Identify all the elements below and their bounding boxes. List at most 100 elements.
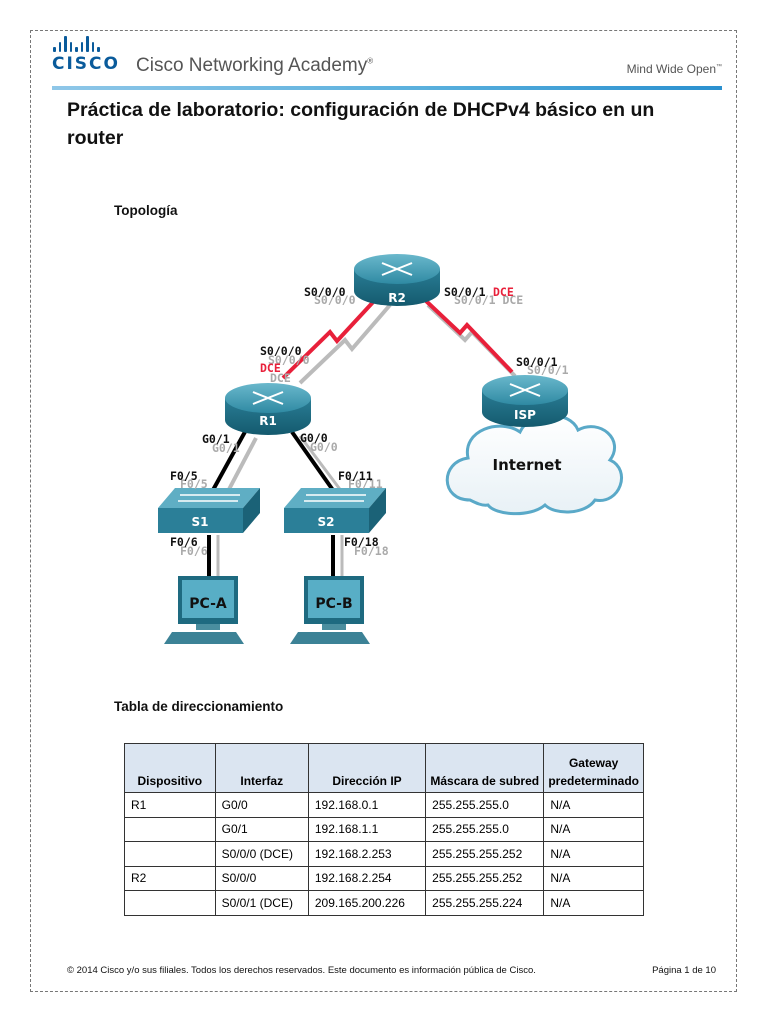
label-isp-s001: S0/0/1 — [516, 355, 558, 369]
label-s1-f06-shadow: F0/6 — [180, 544, 208, 558]
column-header: Dispositivo — [124, 743, 216, 793]
cloud-label: Internet — [492, 456, 561, 474]
table-cell: 255.255.255.252 — [425, 841, 545, 867]
label-r1-g01: G0/1 — [202, 432, 230, 446]
label-s1-f05-shadow: F0/5 — [180, 477, 208, 491]
table-header-row: Dispositivo Interfaz Dirección IP Máscar… — [124, 743, 644, 793]
document-title: Práctica de laboratorio: configuración d… — [67, 99, 655, 149]
ethernet-link-s2-pcb — [331, 535, 344, 580]
table-cell: 192.168.2.253 — [307, 841, 427, 867]
switch-s2: S2 — [284, 488, 386, 533]
switch-s1: S1 — [158, 488, 260, 533]
table-cell: 255.255.255.0 — [425, 816, 545, 842]
serial-link-r2-isp — [423, 298, 517, 378]
label-r1-dce-shadow: DCE — [270, 371, 291, 385]
table-cell: 209.165.200.226 — [307, 890, 427, 916]
label-s2-f011-shadow: F0/11 — [348, 477, 383, 491]
router-r1-label: R1 — [259, 414, 277, 428]
label-r2-s001: S0/0/1 — [444, 285, 486, 299]
table-cell: G0/0 — [214, 792, 309, 818]
column-header: Dirección IP — [307, 743, 427, 793]
table-row: G0/1 192.168.1.1 255.255.255.0 N/A — [124, 816, 644, 842]
label-r1-s000-shadow: S0/0/0 — [268, 353, 310, 367]
label-r1-dce: DCE — [260, 361, 281, 375]
academy-name: Cisco Networking Academy® — [136, 55, 374, 76]
table-cell: N/A — [543, 792, 644, 818]
topology-diagram: Internet R2 R1 ISP S1 — [158, 254, 623, 644]
router-arrows-icon — [509, 383, 541, 397]
label-r2-s001-shadow: S0/0/1 DCE — [454, 293, 523, 307]
table-row: S0/0/0 (DCE) 192.168.2.253 255.255.255.2… — [124, 841, 644, 867]
table-cell: N/A — [543, 841, 644, 867]
cisco-bridge-icon — [53, 36, 120, 52]
pc-a-label: PC-A — [189, 596, 227, 612]
table-cell: N/A — [543, 890, 644, 916]
table-cell: 255.255.255.252 — [425, 865, 545, 891]
switch-s2-label: S2 — [318, 515, 335, 529]
label-r1-g00-shadow: G0/0 — [310, 440, 338, 454]
footer-copyright: © 2014 Cisco y/o sus filiales. Todos los… — [67, 965, 536, 976]
label-r1-g00: G0/0 — [300, 431, 328, 445]
serial-link-r1-r2 — [281, 298, 392, 385]
table-cell: S0/0/1 (DCE) — [214, 890, 309, 916]
table-cell: 192.168.1.1 — [307, 816, 427, 842]
addressing-table: Dispositivo Interfaz Dirección IP Máscar… — [124, 743, 644, 916]
ethernet-link-r1-s1 — [211, 429, 258, 496]
table-cell — [124, 841, 216, 867]
router-r2-label: R2 — [388, 291, 406, 305]
router-arrows-icon — [252, 391, 284, 405]
internet-cloud: Internet — [445, 413, 623, 516]
table-row: S0/0/1 (DCE) 209.165.200.226 255.255.255… — [124, 890, 644, 916]
pc-a: PC-A — [164, 576, 244, 644]
cisco-logo: CISCO — [52, 36, 120, 74]
ethernet-link-s1-pca — [207, 535, 220, 580]
label-isp-s001-shadow: S0/0/1 — [527, 363, 569, 377]
router-r1: R1 — [225, 383, 311, 435]
footer-page-number: Página 1 de 10 — [652, 965, 716, 976]
label-r2-s000: S0/0/0 — [304, 285, 346, 299]
table-cell: R2 — [124, 865, 216, 891]
table-row: R2 S0/0/0 192.168.2.254 255.255.255.252 … — [124, 865, 644, 891]
router-isp: ISP — [482, 375, 568, 427]
table-cell — [124, 816, 216, 842]
label-s2-f018-shadow: F0/18 — [354, 544, 389, 558]
table-cell: N/A — [543, 816, 644, 842]
switch-arrows-icon — [304, 494, 366, 502]
label-r1-g01-shadow: G0/1 — [212, 441, 240, 455]
label-r1-s000: S0/0/0 — [260, 344, 302, 358]
router-arrows-icon — [381, 262, 413, 276]
label-r2-s000-shadow: S0/0/0 — [314, 293, 356, 307]
router-isp-label: ISP — [514, 408, 536, 422]
table-cell: N/A — [543, 865, 644, 891]
label-s2-f018: F0/18 — [344, 535, 379, 549]
pc-b-label: PC-B — [315, 596, 352, 612]
column-header: Interfaz — [214, 743, 309, 793]
cisco-wordmark: CISCO — [52, 54, 120, 74]
switch-s1-label: S1 — [192, 515, 209, 529]
table-cell: S0/0/0 — [214, 865, 309, 891]
header-rule — [52, 86, 722, 90]
table-cell — [124, 890, 216, 916]
pc-b: PC-B — [290, 576, 370, 644]
slogan: Mind Wide Open™ — [626, 62, 722, 76]
column-header: Gateway predeterminado — [543, 743, 644, 793]
ethernet-link-r1-s2 — [290, 430, 347, 497]
label-r2-dce: DCE — [493, 285, 514, 299]
column-header: Máscara de subred — [425, 743, 545, 793]
table-cell: R1 — [124, 792, 216, 818]
addressing-heading: Tabla de direccionamiento — [114, 699, 284, 714]
table-cell: 255.255.255.0 — [425, 792, 545, 818]
switch-arrows-icon — [178, 494, 240, 502]
label-s1-f06: F0/6 — [170, 535, 198, 549]
page-border — [30, 30, 737, 992]
table-cell: 255.255.255.224 — [425, 890, 545, 916]
topology-heading: Topología — [114, 203, 178, 218]
table-cell: S0/0/0 (DCE) — [214, 841, 309, 867]
table-row: R1 G0/0 192.168.0.1 255.255.255.0 N/A — [124, 792, 644, 818]
table-cell: 192.168.0.1 — [307, 792, 427, 818]
table-cell: G0/1 — [214, 816, 309, 842]
label-s2-f011: F0/11 — [338, 469, 373, 483]
label-s1-f05: F0/5 — [170, 469, 198, 483]
router-r2: R2 — [354, 254, 440, 306]
table-cell: 192.168.2.254 — [307, 865, 427, 891]
